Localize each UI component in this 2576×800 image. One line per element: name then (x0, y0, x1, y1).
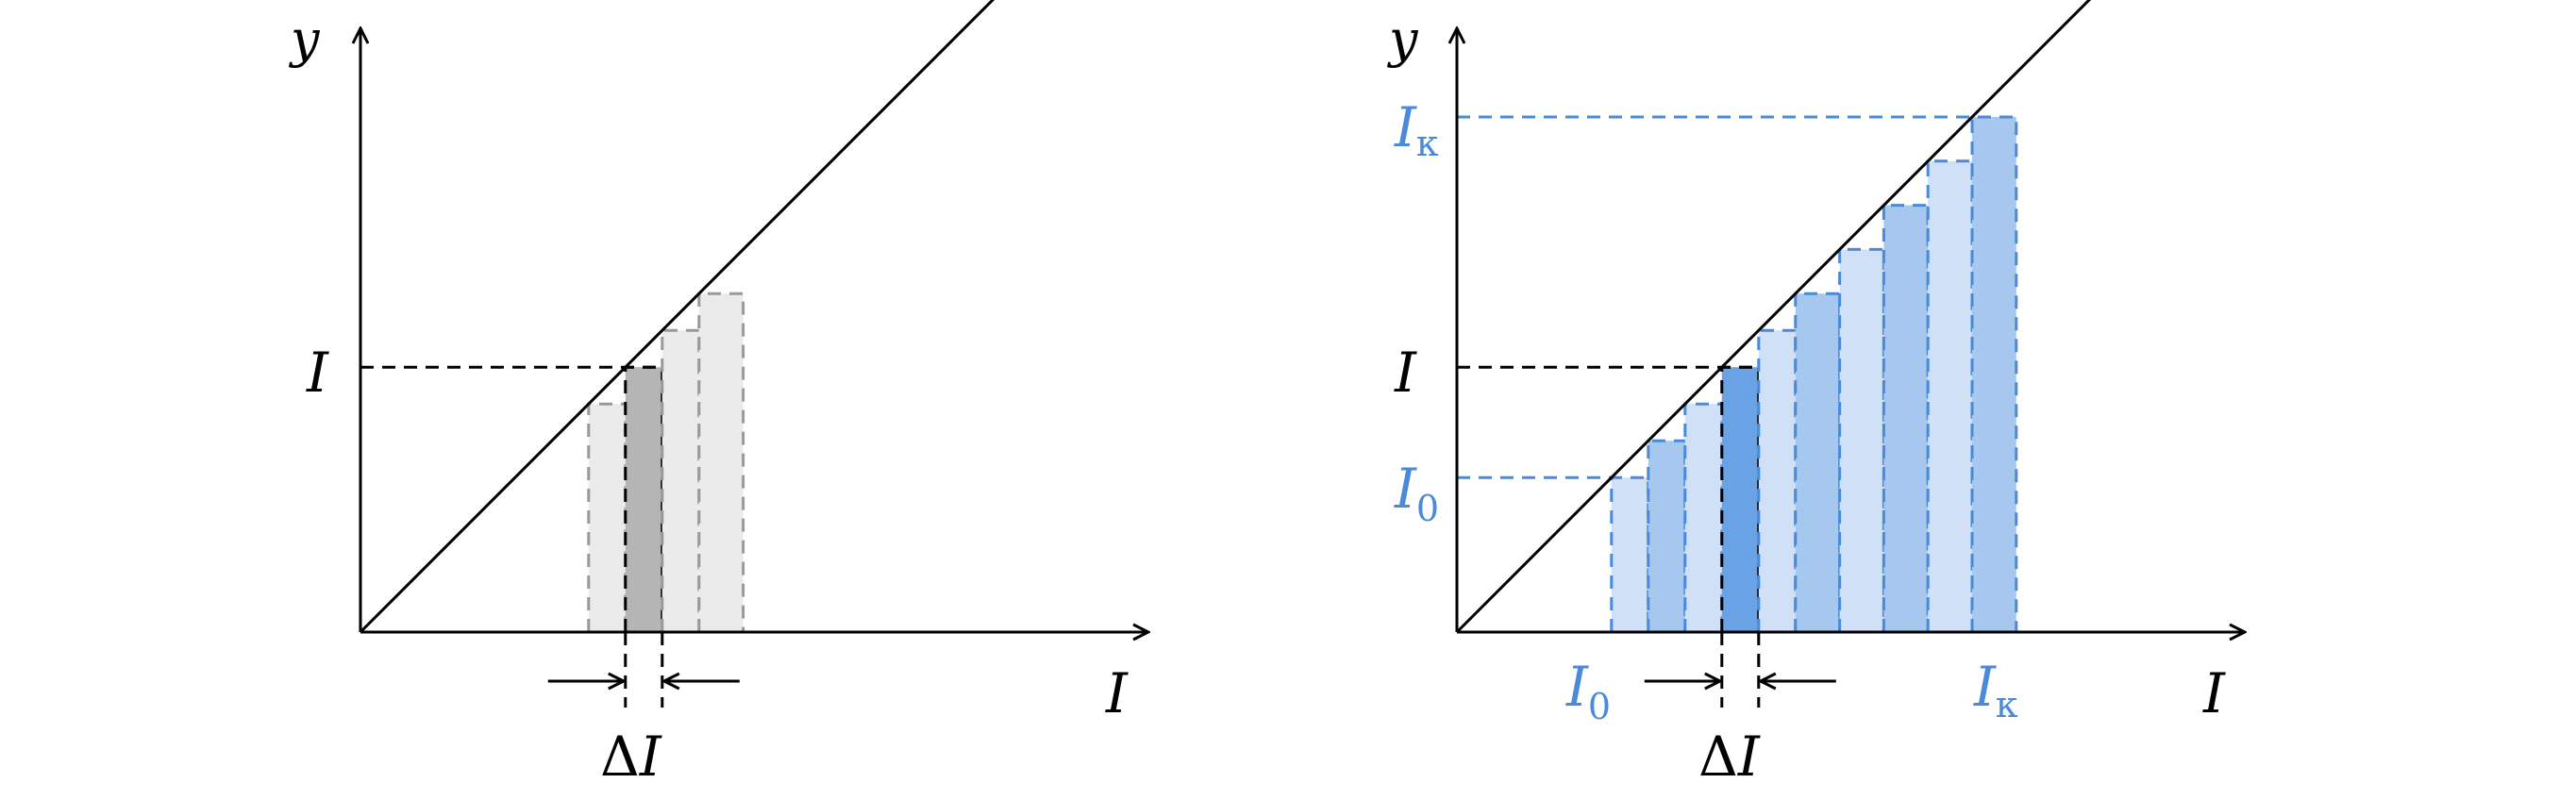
right-width-label: ΔI (1698, 725, 1761, 789)
left-width-label: ΔI (600, 725, 662, 789)
left-x-axis-label: I (1105, 661, 1129, 725)
left-panel: y I I ΔI (289, 0, 1148, 789)
right-bar (1721, 367, 1759, 632)
right-y-end-label: Iк (1394, 95, 1439, 164)
right-y-start-label-main: I (1394, 457, 1417, 521)
right-bar (1972, 117, 2016, 632)
right-width-label-delta: Δ (1698, 725, 1738, 789)
right-bar (1648, 441, 1685, 632)
right-y-axis-label: y (1387, 9, 1419, 69)
right-y-start-label: I0 (1394, 457, 1439, 529)
left-bar (625, 367, 662, 632)
right-diagonal-line (1455, 0, 2092, 634)
left-diagonal-line (359, 0, 995, 634)
left-bars (587, 292, 745, 632)
right-bar-outline (1647, 439, 1687, 632)
right-panel: y I I ΔI Iк I0 I0 Iк (1387, 0, 2245, 789)
right-bar (1611, 477, 1648, 632)
right-x-axis-label: I (2202, 661, 2226, 725)
right-guides (1457, 115, 1972, 708)
right-bars (1610, 115, 2018, 633)
left-y-axis-label: y (289, 9, 321, 69)
left-bar (661, 330, 699, 632)
right-end-label-sub: к (1996, 684, 2018, 725)
right-bar (1684, 404, 1722, 632)
right-bar (1758, 330, 1796, 632)
right-width-label-var: I (1737, 725, 1761, 789)
left-bar (698, 293, 744, 632)
right-end-label: Iк (1973, 655, 2018, 725)
right-start-label-main: I (1565, 655, 1589, 719)
left-guides (360, 365, 664, 708)
right-bar (1928, 160, 1972, 633)
right-end-label-main: I (1973, 655, 1997, 719)
left-width-label-var: I (639, 725, 662, 789)
left-level-label: I (306, 341, 329, 405)
right-y-start-label-sub: 0 (1416, 488, 1439, 529)
left-bar-outline (697, 292, 745, 632)
right-bar (1795, 293, 1840, 632)
left-width-label-delta: Δ (600, 725, 640, 789)
right-y-end-label-sub: к (1416, 123, 1439, 164)
right-level-label: I (1394, 341, 1417, 405)
right-bar (1839, 249, 1884, 632)
right-y-end-label-main: I (1394, 95, 1417, 159)
right-start-label: I0 (1565, 655, 1611, 727)
right-start-label-sub: 0 (1588, 686, 1611, 727)
right-bar (1883, 205, 1929, 632)
left-bar (588, 404, 626, 632)
